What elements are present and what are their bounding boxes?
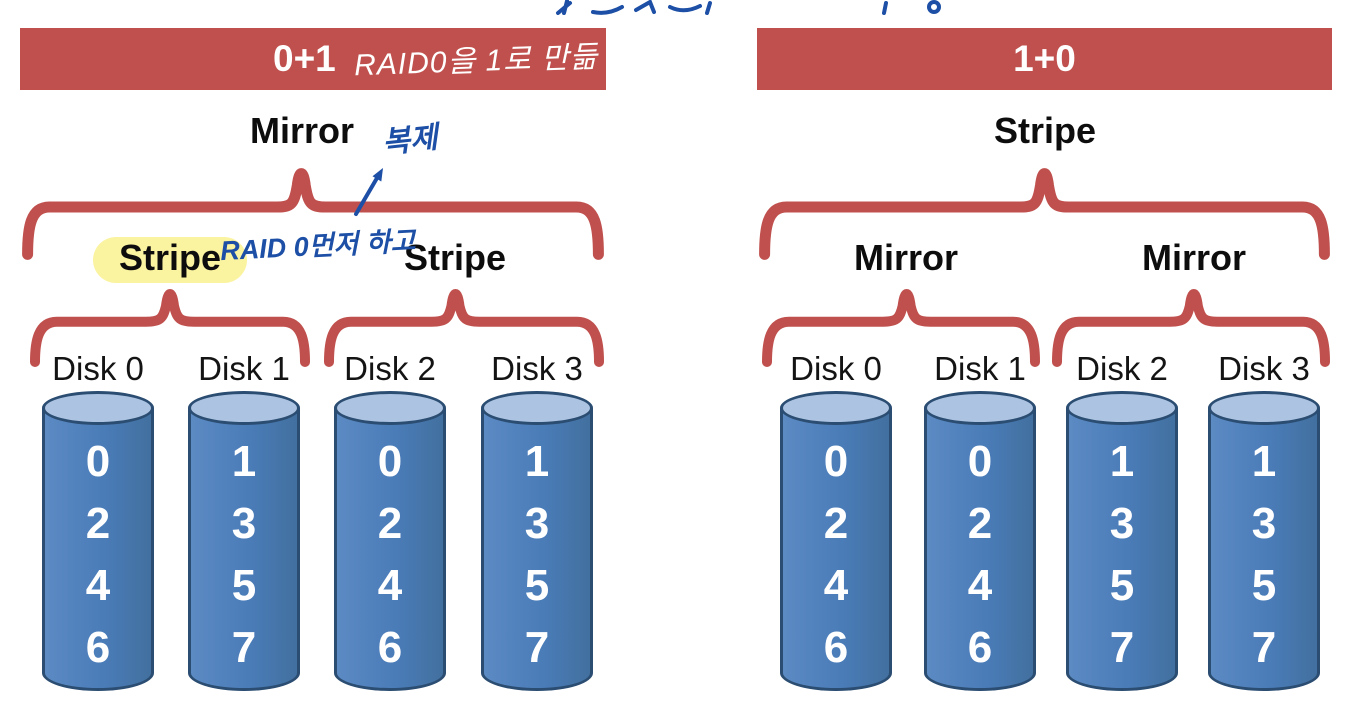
right-group-label-mirror-1: Mirror: [853, 237, 958, 278]
disk-cylinder: 0 2 4 6: [334, 391, 446, 691]
cylinder-body: [1066, 408, 1178, 691]
disk-label: Disk 1: [198, 350, 290, 387]
disk-label: Disk 3: [491, 350, 583, 387]
cylinder-top-ellipse: [1208, 391, 1320, 425]
disk-label: Disk 3: [1218, 350, 1310, 387]
block-number: 0: [377, 437, 403, 486]
left-stripe-brace-1: [30, 289, 310, 367]
block-number: 3: [1251, 499, 1277, 548]
cylinder-body: [1208, 408, 1320, 691]
disk-cylinder: 1 3 5 7: [188, 391, 300, 691]
block-number: 4: [823, 561, 849, 610]
disk-cylinder: 0 2 4 6: [924, 391, 1036, 691]
disk-block-list: 0 2 4 6: [42, 431, 154, 691]
header-title-0plus1: 0+1: [273, 38, 336, 79]
disk-block-list: 1 3 5 7: [1066, 431, 1178, 691]
block-number: 7: [231, 623, 257, 672]
cylinder-top-ellipse: [334, 391, 446, 425]
block-number: 6: [85, 623, 111, 672]
block-number: 3: [524, 499, 550, 548]
disk-block-list: 1 3 5 7: [481, 431, 593, 691]
cylinder-body: [924, 408, 1036, 691]
block-number: 4: [377, 561, 403, 610]
disk-label: Disk 2: [344, 350, 436, 387]
cylinder-top-ellipse: [780, 391, 892, 425]
block-number: 4: [85, 561, 111, 610]
ink-note-replication: 복제: [380, 121, 440, 160]
right-stripe-brace: [759, 168, 1330, 260]
block-number: 6: [377, 623, 403, 672]
block-number: 0: [85, 437, 111, 486]
handwriting-top-cropped-strokes: [556, 0, 941, 15]
block-number: 6: [967, 623, 993, 672]
header-bar-raid-1plus0: 1+0: [757, 28, 1332, 90]
cylinder-body: [188, 408, 300, 691]
block-number: 2: [823, 499, 849, 548]
block-number: 5: [1109, 561, 1135, 610]
disk-cylinder: 0 2 4 6: [42, 391, 154, 691]
header-bar-raid-0plus1: 0+1 RAID0을 1로 만듦: [20, 28, 606, 90]
cylinder-top-ellipse: [42, 391, 154, 425]
stripe-highlight: [93, 237, 247, 283]
left-top-label-mirror: Mirror: [249, 110, 354, 151]
left-group-label-stripe-1: Stripe: [118, 237, 222, 278]
disk-label: Disk 1: [934, 350, 1026, 387]
block-number: 2: [85, 499, 111, 548]
block-number: 6: [823, 623, 849, 672]
cylinder-top-ellipse: [481, 391, 593, 425]
disk-block-list: 1 3 5 7: [1208, 431, 1320, 691]
right-mirror-brace-1: [762, 289, 1040, 367]
header-handwritten-annotation: RAID0을 1로 만듦: [353, 40, 599, 83]
disk-cylinder: 0 2 4 6: [780, 391, 892, 691]
block-number: 1: [231, 437, 257, 486]
disk-label: Disk 0: [790, 350, 882, 387]
block-number: 2: [377, 499, 403, 548]
disk-block-list: 0 2 4 6: [334, 431, 446, 691]
block-number: 1: [524, 437, 550, 486]
right-top-label-stripe: Stripe: [993, 110, 1097, 151]
block-number: 3: [231, 499, 257, 548]
disk-cylinder: 1 3 5 7: [1066, 391, 1178, 691]
block-number: 7: [524, 623, 550, 672]
left-mirror-brace: [22, 168, 604, 260]
block-number: 0: [823, 437, 849, 486]
cylinder-top-ellipse: [924, 391, 1036, 425]
block-number: 2: [967, 499, 993, 548]
left-group-label-stripe-2: Stripe: [403, 237, 507, 278]
disk-label: Disk 0: [52, 350, 144, 387]
disk-cylinder: 1 3 5 7: [481, 391, 593, 691]
cylinder-top-ellipse: [188, 391, 300, 425]
disk-block-list: 0 2 4 6: [780, 431, 892, 691]
disk-cylinder: 1 3 5 7: [1208, 391, 1320, 691]
block-number: 0: [967, 437, 993, 486]
ink-arrow-icon: [354, 168, 383, 216]
block-number: 3: [1109, 499, 1135, 548]
cylinder-body: [481, 408, 593, 691]
right-group-label-mirror-2: Mirror: [1141, 237, 1246, 278]
block-number: 1: [1251, 437, 1277, 486]
left-stripe-brace-2: [324, 289, 604, 367]
cylinder-body: [334, 408, 446, 691]
disk-label: Disk 2: [1076, 350, 1168, 387]
block-number: 1: [1109, 437, 1135, 486]
block-number: 5: [1251, 561, 1277, 610]
cylinder-body: [42, 408, 154, 691]
block-number: 7: [1251, 623, 1277, 672]
block-number: 7: [1109, 623, 1135, 672]
block-number: 5: [524, 561, 550, 610]
right-mirror-brace-2: [1052, 289, 1330, 367]
block-number: 4: [967, 561, 993, 610]
disk-block-list: 1 3 5 7: [188, 431, 300, 691]
disk-block-list: 0 2 4 6: [924, 431, 1036, 691]
cylinder-top-ellipse: [1066, 391, 1178, 425]
block-number: 5: [231, 561, 257, 610]
cylinder-body: [780, 408, 892, 691]
header-title-1plus0: 1+0: [1013, 38, 1076, 79]
